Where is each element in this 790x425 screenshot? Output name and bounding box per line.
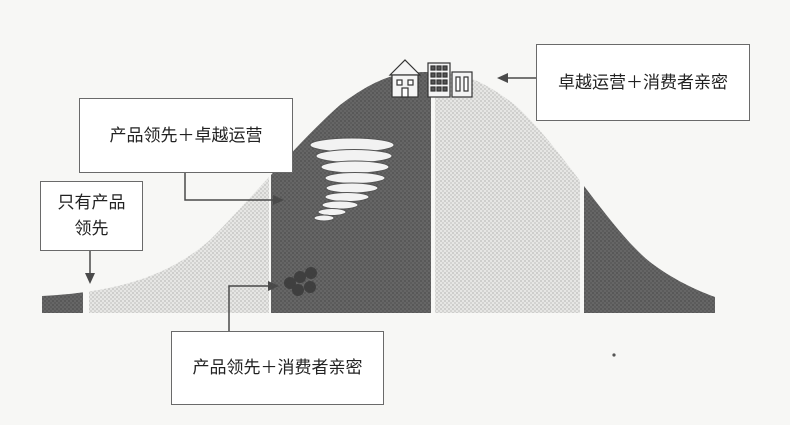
arrow-mid-left [184, 173, 275, 201]
label-small-left-line2: 领先 [74, 219, 109, 239]
arrowhead-small-left [85, 273, 95, 284]
label-box-mid-left: 产品领先＋卓越运营 [79, 98, 293, 173]
connector-arrows [85, 73, 536, 331]
label-small-left-line1: 只有产品 [57, 193, 126, 213]
arrow-bottom [228, 285, 270, 331]
label-box-small-left: 只有产品 领先 [40, 181, 143, 251]
label-top-right: 卓越运营＋消费者亲密 [558, 72, 728, 93]
balls-icon [284, 267, 317, 296]
label-mid-left: 产品领先＋卓越运营 [109, 125, 263, 146]
stray-dot [612, 353, 616, 357]
arrowhead-top-right [497, 73, 508, 83]
label-box-bottom: 产品领先＋消费者亲密 [171, 331, 384, 405]
buildings-icon [388, 59, 473, 98]
arrowhead-bottom [268, 281, 279, 291]
arrowhead-mid-left [273, 195, 284, 205]
label-box-top-right: 卓越运营＋消费者亲密 [536, 44, 750, 121]
tornado-icon [309, 137, 395, 222]
label-bottom: 产品领先＋消费者亲密 [192, 358, 363, 378]
